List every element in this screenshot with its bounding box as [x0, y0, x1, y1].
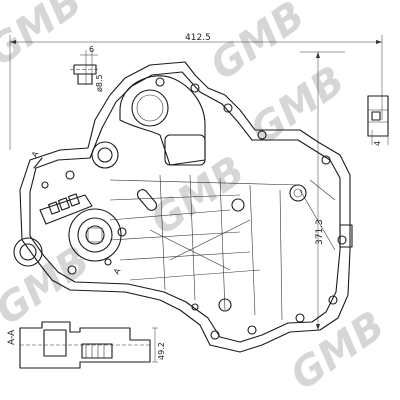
housing-ribs [109, 174, 336, 321]
crank-seal [13, 237, 43, 267]
width-dimension: 412.5 [9, 33, 383, 150]
gasket-gap-label: 6 [89, 45, 94, 54]
housing-body [19, 61, 351, 353]
height-dimension: 371.3 [300, 51, 345, 330]
flange-depth-label: 4 [373, 141, 382, 146]
section-mark-a-lower: A [112, 266, 123, 276]
section-callout: A-A [7, 329, 17, 345]
watermark-6: GMB [282, 302, 393, 399]
bolt-diameter-label: ø8.5 [95, 74, 104, 92]
gasket-detail: 6 ø8.5 [70, 45, 104, 92]
section-marks: A A [30, 149, 123, 276]
watermark-1: GMB [0, 0, 90, 75]
section-height-label: 49.2 [157, 342, 166, 360]
watermark-5: GMB [0, 237, 98, 334]
section-view-a-a: A-A 49.2 [7, 321, 166, 369]
flange-detail: 4 [367, 95, 389, 146]
width-dimension-label: 412.5 [185, 33, 211, 43]
watermark-2: GMB [202, 0, 313, 89]
relief-valve [39, 193, 93, 225]
left-boss [91, 141, 119, 169]
rotor-housing [68, 208, 122, 262]
watermark-4: GMB [142, 147, 253, 244]
oval-slot [136, 189, 158, 211]
right-port [339, 224, 353, 248]
section-mark-a-upper: A [30, 149, 41, 159]
height-dimension-label: 371.3 [315, 219, 325, 245]
bolt-holes [41, 77, 347, 340]
pump-boss [119, 75, 206, 166]
